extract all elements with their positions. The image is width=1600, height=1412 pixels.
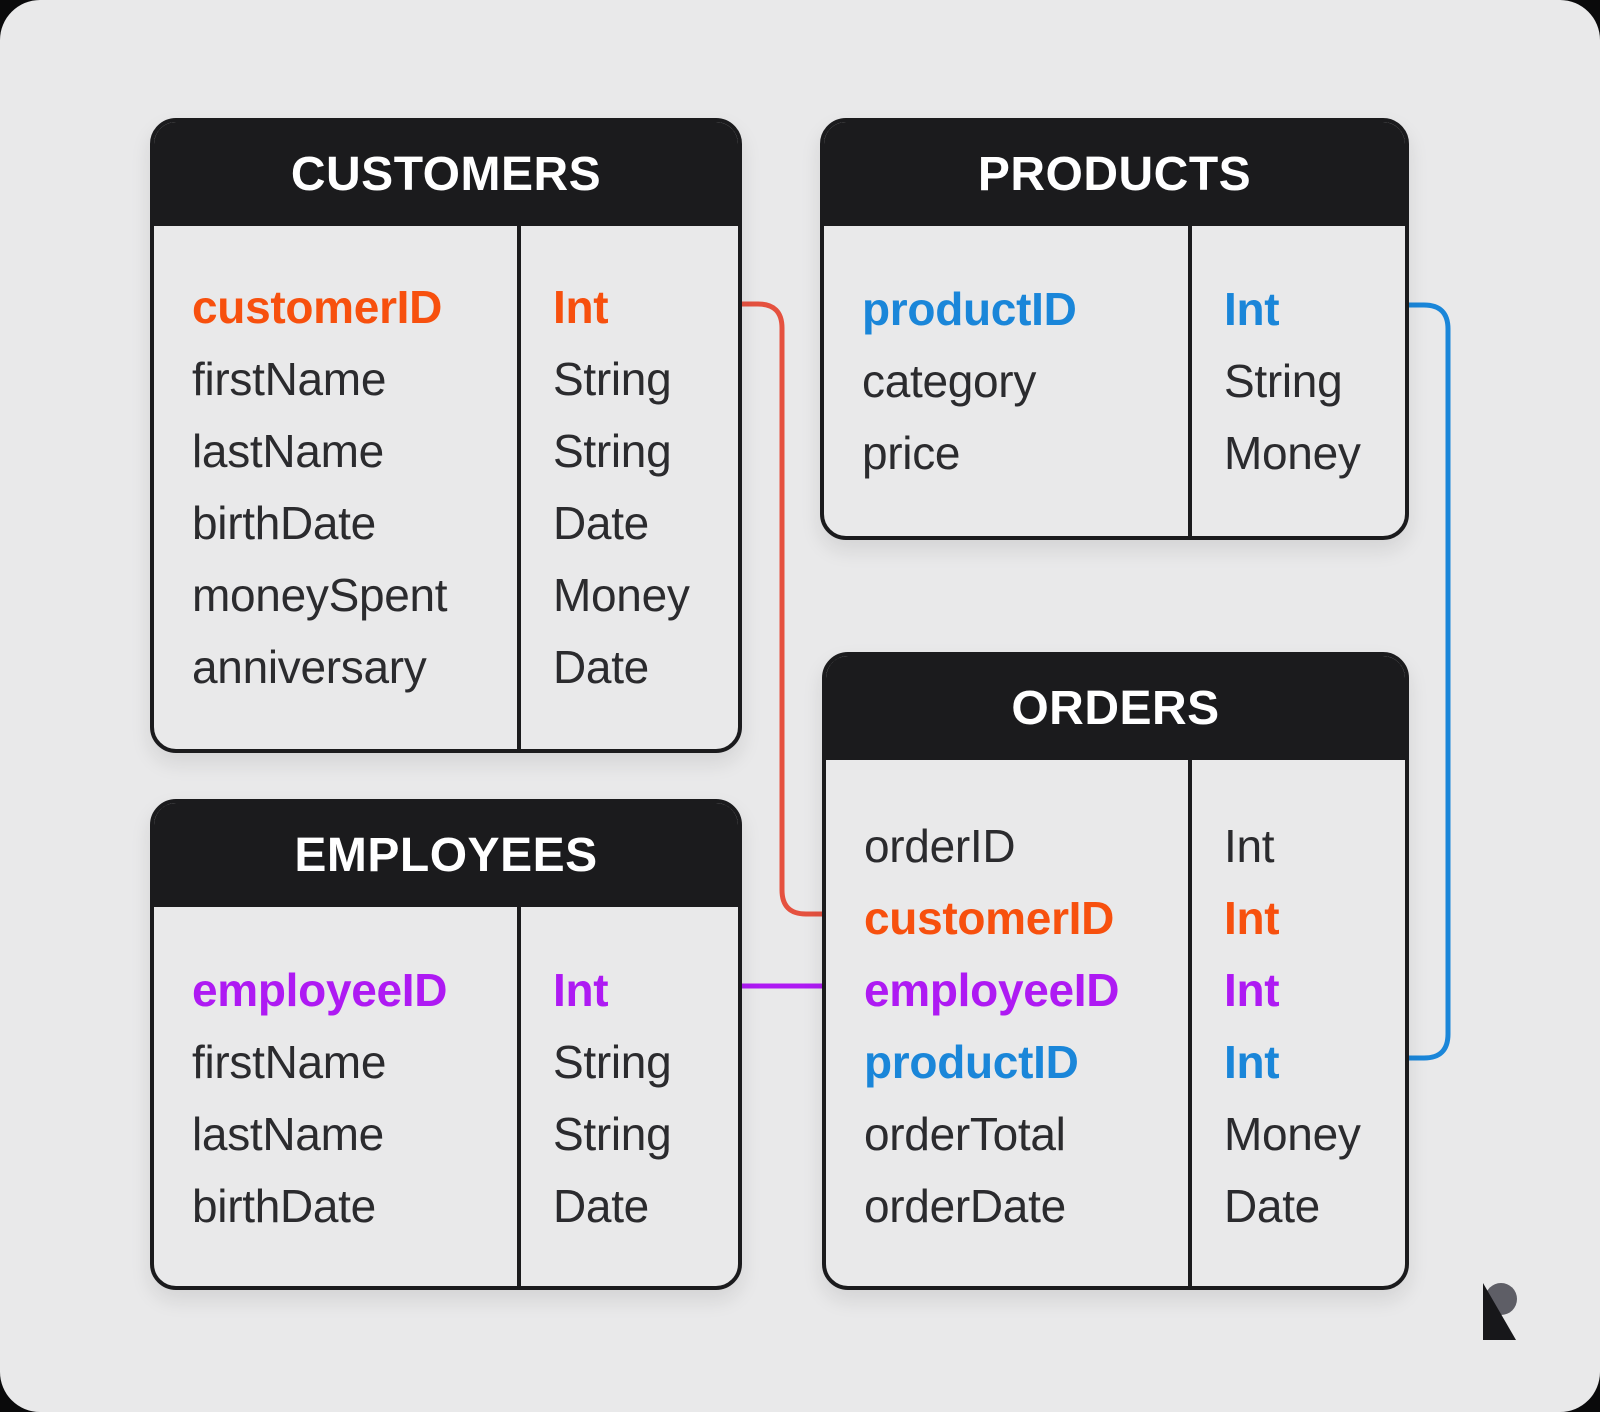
field-type: String: [553, 1108, 672, 1160]
field-name: firstName: [192, 1036, 387, 1088]
field-row: employeeID Int: [826, 954, 1405, 1026]
field-row: anniversary Date: [154, 631, 738, 703]
table-customers-body: customerID Int firstName String lastName…: [154, 226, 738, 749]
field-type: Int: [1224, 820, 1275, 872]
field-type: Int: [553, 281, 609, 333]
field-row: lastName String: [154, 415, 738, 487]
field-name: employeeID: [192, 964, 448, 1016]
field-row: productID Int: [824, 273, 1405, 345]
field-name: customerID: [192, 281, 443, 333]
table-employees: EMPLOYEES employeeID Int firstName Strin…: [150, 799, 742, 1290]
field-type: Int: [1224, 283, 1280, 335]
table-title: EMPLOYEES: [294, 828, 598, 882]
field-row: firstName String: [154, 343, 738, 415]
field-type: Int: [1224, 1036, 1280, 1088]
field-type: Int: [1224, 964, 1280, 1016]
field-name: productID: [862, 283, 1077, 335]
column-divider: [517, 226, 521, 749]
table-orders-body: orderID Int customerID Int employeeID In…: [826, 760, 1405, 1286]
r-logo-icon: [1483, 1283, 1517, 1340]
field-type: Money: [1224, 427, 1361, 479]
field-name: firstName: [192, 353, 387, 405]
table-title: ORDERS: [1011, 681, 1220, 735]
field-row: firstName String: [154, 1026, 738, 1098]
field-type: String: [1224, 355, 1343, 407]
field-row: customerID Int: [826, 882, 1405, 954]
relation-customers-orders-line: [738, 301, 826, 917]
field-row: orderID Int: [826, 810, 1405, 882]
table-orders-header: ORDERS: [826, 656, 1405, 760]
field-name: anniversary: [192, 641, 427, 693]
field-type: Int: [553, 964, 609, 1016]
field-name: birthDate: [192, 497, 376, 549]
field-row: employeeID Int: [154, 954, 738, 1026]
field-row: productID Int: [826, 1026, 1405, 1098]
field-type: Date: [1224, 1180, 1320, 1232]
field-name: birthDate: [192, 1180, 376, 1232]
field-type: Money: [1224, 1108, 1361, 1160]
table-products-header: PRODUCTS: [824, 122, 1405, 226]
field-row: birthDate Date: [154, 487, 738, 559]
field-type: String: [553, 1036, 672, 1088]
table-customers-header: CUSTOMERS: [154, 122, 738, 226]
field-type: Int: [1224, 892, 1280, 944]
field-row: category String: [824, 345, 1405, 417]
field-row: lastName String: [154, 1098, 738, 1170]
field-name: productID: [864, 1036, 1079, 1088]
field-name: moneySpent: [192, 569, 448, 621]
field-type: String: [553, 425, 672, 477]
column-divider: [517, 907, 521, 1286]
field-type: Money: [553, 569, 690, 621]
table-title: CUSTOMERS: [290, 147, 602, 201]
field-name: customerID: [864, 892, 1115, 944]
table-orders: ORDERS orderID Int customerID Int employ…: [822, 652, 1409, 1290]
field-row: orderTotal Money: [826, 1098, 1405, 1170]
field-row: moneySpent Money: [154, 559, 738, 631]
table-customers: CUSTOMERS customerID Int firstName Strin…: [150, 118, 742, 753]
field-name: price: [862, 427, 961, 479]
field-type: String: [553, 353, 672, 405]
field-row: birthDate Date: [154, 1170, 738, 1242]
table-title: PRODUCTS: [977, 147, 1252, 201]
field-name: lastName: [192, 425, 384, 477]
table-products: PRODUCTS productID Int category String p…: [820, 118, 1409, 540]
field-type: Date: [553, 1180, 649, 1232]
field-type: Date: [553, 641, 649, 693]
relation-products-orders-line: [1405, 302, 1451, 1061]
column-divider: [1188, 760, 1192, 1286]
field-row: price Money: [824, 417, 1405, 489]
field-name: employeeID: [864, 964, 1120, 1016]
field-name: lastName: [192, 1108, 384, 1160]
field-name: orderTotal: [864, 1108, 1066, 1160]
field-row: orderDate Date: [826, 1170, 1405, 1242]
column-divider: [1188, 226, 1192, 536]
field-type: Date: [553, 497, 649, 549]
field-row: customerID Int: [154, 271, 738, 343]
field-name: category: [862, 355, 1037, 407]
table-products-body: productID Int category String price Mone…: [824, 226, 1405, 536]
table-employees-body: employeeID Int firstName String lastName…: [154, 907, 738, 1286]
field-name: orderDate: [864, 1180, 1066, 1232]
table-employees-header: EMPLOYEES: [154, 803, 738, 907]
field-name: orderID: [864, 820, 1016, 872]
